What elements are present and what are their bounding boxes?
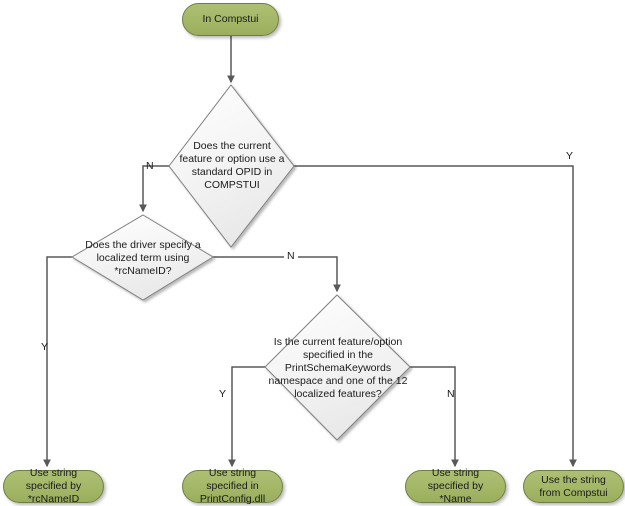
node-out-printconfig[interactable]: Use string specified in PrintConfig.dll <box>182 467 283 505</box>
edge-rcnameid-yes <box>43 256 72 468</box>
decision-rcnameid-label: Does the driver specify a localized term… <box>85 238 201 277</box>
node-out-rcnameid[interactable]: Use string specified by *rcNameID <box>3 467 104 505</box>
branch-label-printschema-no: N <box>447 388 455 400</box>
edge-printschema-yes <box>228 366 265 468</box>
branch-label-printschema-yes: Y <box>219 388 227 400</box>
branch-label-opid-no: N <box>146 160 154 172</box>
node-out-name-label: Use string specified by *Name <box>427 467 484 505</box>
node-out-printconfig-label: Use string specified in PrintConfig.dll <box>199 467 266 505</box>
edge-opid-no <box>139 165 169 213</box>
branch-label-rcnameid-no: N <box>284 250 298 262</box>
node-start-label: In Compstui <box>202 13 259 25</box>
decision-rcnameid[interactable]: Does the driver specify a localized term… <box>72 215 214 301</box>
node-out-compstui[interactable]: Use the string from Compstui <box>523 470 624 503</box>
branch-label-rcnameid-yes: Y <box>41 341 49 353</box>
branch-label-opid-yes: Y <box>566 150 574 162</box>
node-start[interactable]: In Compstui <box>182 3 279 36</box>
edge-rcnameid-no <box>213 256 341 293</box>
node-out-name[interactable]: Use string specified by *Name <box>405 467 506 505</box>
edge-printschema-no <box>410 366 459 468</box>
decision-printschema[interactable]: Is the current feature/option specified … <box>265 295 411 441</box>
node-out-compstui-label: Use the string from Compstui <box>539 473 608 499</box>
decision-opid-label: Does the current feature or option use a… <box>179 140 285 191</box>
node-out-rcnameid-label: Use string specified by *rcNameID <box>25 467 82 505</box>
decision-printschema-label: Is the current feature/option specified … <box>268 335 408 400</box>
